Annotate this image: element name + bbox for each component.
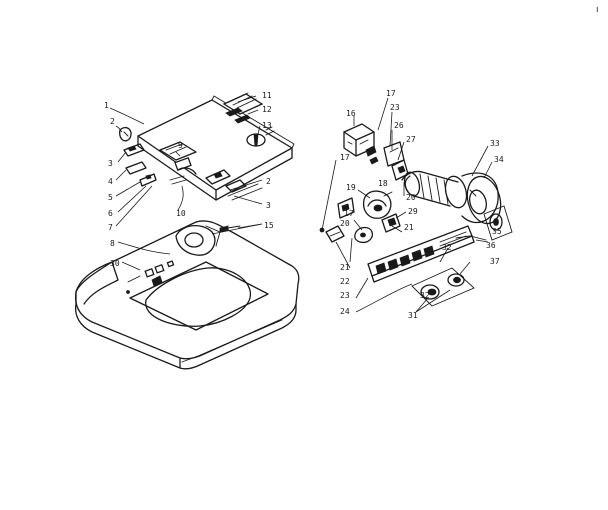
callout-2: 2 (110, 117, 115, 126)
part-17-clip (337, 197, 355, 219)
part-20-switch (354, 213, 401, 244)
callout-20b: 20 (340, 219, 350, 228)
callout-21b: 21 (340, 263, 350, 272)
callout-34: 34 (494, 155, 504, 164)
callout-31: 31 (408, 311, 418, 320)
callout-1: 1 (104, 101, 109, 110)
part-25-bracket (383, 141, 409, 181)
callout-8: 8 (110, 239, 115, 248)
callout-20: 20 (406, 193, 416, 202)
leader-lines-cover (117, 223, 263, 271)
callout-10: 10 (176, 209, 186, 218)
right-brackets (225, 179, 263, 201)
callout-29: 29 (408, 207, 418, 216)
top-cover-assembly (74, 220, 300, 370)
callout-19: 18 (378, 179, 388, 188)
callout-24: 24 (340, 307, 350, 316)
console-hub (175, 225, 216, 256)
callout-2b: 2 (266, 177, 271, 186)
cover-buttons (126, 260, 175, 294)
cover-backsplash (75, 261, 119, 305)
cover-screws (219, 225, 241, 233)
console-hub-hole (184, 232, 204, 248)
callout-27: 27 (406, 135, 416, 144)
lid-opening-outer (129, 261, 269, 331)
callout-37: 37 (490, 257, 500, 266)
callout-11: 11 (262, 91, 272, 100)
switch-parts-assembly (319, 97, 513, 313)
callout-7: 7 (108, 223, 113, 232)
callout-26: 26 (394, 121, 404, 130)
timer-mechanism (159, 141, 231, 185)
switch-block (222, 92, 264, 124)
part-37-wire (455, 235, 487, 241)
callout-6: 6 (108, 209, 113, 218)
timer-knob (246, 126, 275, 147)
callout-3: 3 (108, 159, 113, 168)
console-rear-lip (211, 95, 295, 149)
callout-3b: 3 (266, 201, 271, 210)
callout-17b: 17 (340, 153, 350, 162)
part-22-bracket (319, 225, 345, 243)
console-front-face (137, 135, 217, 201)
part-35-washer (483, 205, 513, 241)
callout-5: 5 (108, 193, 113, 202)
callout-15: 15 (264, 221, 274, 230)
callout-9: 9 (178, 141, 183, 150)
cover-front-lip (179, 303, 297, 370)
control-panel-assembly (109, 92, 295, 227)
callout-30: 30 (110, 259, 120, 268)
callout-16: 16 (346, 109, 356, 118)
leader-lines-panel (109, 95, 263, 227)
leader-lines-right (321, 97, 493, 313)
callout-32: 32 (442, 243, 452, 252)
callout-21: 21 (404, 223, 414, 232)
part-19-switch (362, 190, 393, 219)
callout-22: 22 (340, 277, 350, 286)
cover-lip-edge (181, 319, 283, 363)
callout-23: 23 (340, 291, 350, 300)
part-31-knobs (411, 267, 475, 307)
callout-12: 12 (262, 105, 272, 114)
left-hardware (119, 126, 157, 187)
callout-35: 35 (492, 227, 502, 236)
corner-mark: ı (596, 5, 599, 15)
part-shaft (401, 170, 459, 207)
cover-left-lip (74, 291, 181, 369)
callout-33: 33 (490, 139, 500, 148)
callout-13: 13 (262, 121, 272, 130)
callout-17c: 17 (344, 209, 354, 218)
callout-32b: 32 (420, 291, 430, 300)
part-16-switch (343, 123, 377, 157)
callout-18: 19 (346, 183, 356, 192)
callout-labels: 1 2 3 4 5 6 7 8 9 10 11 12 13 2 3 15 30 … (104, 89, 504, 320)
callout-36: 36 (486, 241, 496, 250)
console-side-face (215, 147, 293, 201)
lid-opening-inner (145, 267, 252, 327)
part-17-screw-top (369, 156, 379, 165)
part-24-control-board (367, 225, 475, 283)
callout-4: 4 (108, 177, 113, 186)
callout-25: 23 (390, 103, 400, 112)
callout-17: 17 (386, 89, 396, 98)
